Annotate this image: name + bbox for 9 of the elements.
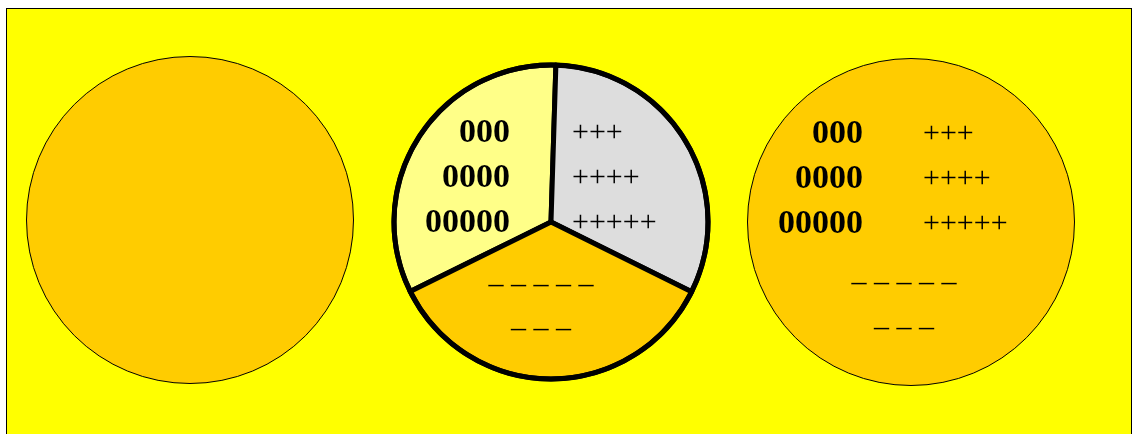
- symbol-text: – – – – –: [851, 266, 957, 296]
- symbol-text: +++ ++++ +++++: [572, 113, 657, 239]
- symbol-text: 000 0000 00000: [425, 111, 510, 241]
- symbol-text: – – –: [874, 311, 934, 341]
- symbol-text: 000 0000 00000: [778, 112, 863, 242]
- pie-circle: [391, 62, 711, 382]
- symbol-text: – – – – –: [488, 268, 594, 298]
- symbol-text: – – –: [511, 312, 571, 342]
- symbol-text: +++ ++++ +++++: [923, 114, 1008, 240]
